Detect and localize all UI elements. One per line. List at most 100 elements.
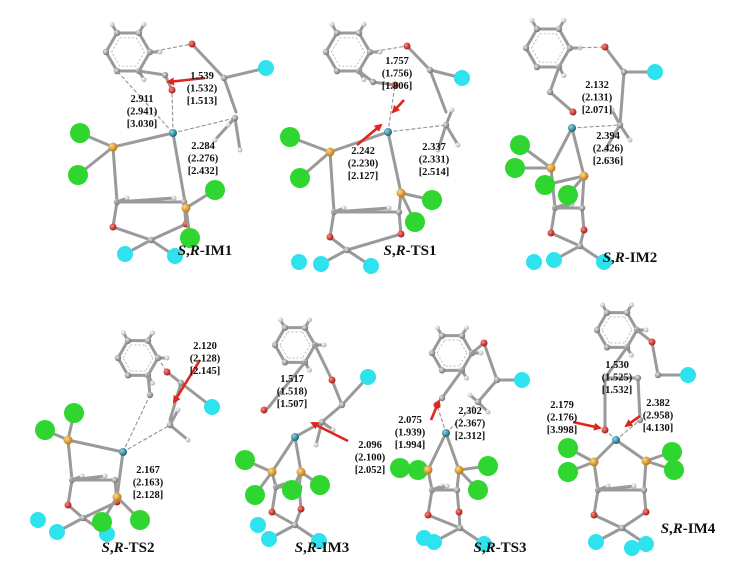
- aromatic-bond: [111, 51, 121, 67]
- bond: [115, 196, 176, 204]
- structure-label-part: -: [625, 250, 630, 266]
- green-substituent: [468, 480, 488, 500]
- aromatic-bond: [459, 339, 468, 354]
- aromatic-bond: [601, 316, 610, 331]
- ring-bond: [625, 328, 639, 349]
- hydrogen-atom: [307, 367, 312, 373]
- bond: [549, 231, 582, 248]
- carbon-atom: [428, 349, 436, 357]
- carbon-atom: [616, 121, 624, 129]
- hydrogen-atom: [278, 317, 283, 323]
- bond: [328, 210, 336, 239]
- cyan-substituent: [624, 540, 640, 556]
- distance-value: [3.030]: [127, 119, 158, 130]
- green-substituent: [35, 420, 55, 440]
- oxygen-atom: [391, 81, 399, 89]
- aromatic-bond: [355, 37, 365, 53]
- bond: [149, 222, 188, 242]
- structure-label: S,R-IM2: [603, 250, 658, 266]
- ring-bond: [595, 311, 609, 332]
- hydrogen-atom: [164, 355, 170, 361]
- cyan-substituent: [291, 254, 307, 270]
- bond: [233, 116, 242, 152]
- bond: [642, 488, 648, 514]
- bond: [320, 403, 344, 424]
- cyan-substituent: [258, 60, 274, 76]
- carbon-atom: [438, 332, 446, 339]
- oxygen-atom: [64, 501, 72, 509]
- distance-arrow: [172, 359, 202, 404]
- distance-value: 2.284: [191, 141, 215, 152]
- oxygen-atom: [569, 108, 577, 116]
- carbon-atom: [458, 332, 466, 339]
- bond: [270, 485, 278, 514]
- aromatic-bond: [331, 51, 341, 67]
- carbon-atom: [343, 246, 351, 254]
- green-substituent: [235, 450, 255, 470]
- phosphorus-atom: [589, 457, 599, 467]
- distance-value: [2.312]: [455, 431, 486, 442]
- green-substituent: [70, 123, 90, 143]
- oxygen-atom: [297, 505, 305, 513]
- carbon-atom: [161, 71, 169, 79]
- bond: [266, 360, 307, 410]
- carbon-atom: [124, 372, 132, 379]
- phosphorus-atom: [423, 465, 433, 475]
- aromatic-bond: [531, 33, 541, 49]
- phosphorus-atom: [325, 147, 335, 157]
- phosphorus-atom: [112, 492, 122, 502]
- hydrogen-atom: [435, 147, 441, 153]
- distance-arrow: [572, 420, 602, 431]
- cyan-substituent: [117, 246, 133, 262]
- structure-label: S,R-IM4: [661, 521, 716, 537]
- carbon-atom: [546, 88, 554, 96]
- structure-label-part: R: [614, 250, 625, 266]
- hydrogen-atom: [561, 73, 567, 79]
- ring-bond: [524, 46, 539, 69]
- phosphorus-atom: [396, 188, 406, 198]
- carbon-atom: [438, 367, 446, 374]
- bond: [405, 44, 432, 72]
- hydrogen-atom: [141, 77, 147, 83]
- partial-bond: [117, 71, 174, 134]
- bond: [548, 90, 575, 114]
- partial-bond: [615, 419, 641, 441]
- bond: [328, 150, 336, 214]
- distance-value: [1.513]: [187, 96, 218, 107]
- aromatic-bond: [624, 329, 633, 344]
- bond: [66, 438, 74, 482]
- green-substituent: [558, 462, 578, 482]
- bond: [270, 510, 297, 527]
- structure-label-part: IM1: [205, 243, 233, 259]
- ring-bond: [146, 356, 160, 377]
- oxygen-atom: [642, 508, 650, 516]
- green-substituent: [505, 158, 525, 178]
- ring-bond: [116, 339, 130, 360]
- carbon-atom: [426, 66, 434, 74]
- carbon-atom: [338, 401, 346, 409]
- distance-value: (2.426): [593, 144, 624, 155]
- ring-bond: [116, 356, 130, 377]
- structure-label-part: S: [603, 250, 611, 266]
- cyan-substituent: [454, 70, 470, 86]
- distance-value: [1.994]: [395, 440, 426, 451]
- carbon-atom: [474, 398, 482, 406]
- oxygen-atom: [455, 508, 463, 516]
- structure-label-part: S: [295, 540, 303, 556]
- bond: [428, 68, 448, 114]
- phosphorus-atom: [579, 171, 589, 181]
- distance-arrow: [391, 99, 405, 114]
- aromatic-bond: [279, 344, 288, 359]
- hydrogen-atom: [329, 21, 335, 27]
- bond: [580, 174, 586, 210]
- carbon-atom: [493, 376, 501, 384]
- distance-value: (2.941): [127, 107, 158, 118]
- cyan-substituent: [311, 533, 327, 549]
- oxygen-atom: [648, 338, 656, 346]
- partial-bond: [436, 404, 447, 434]
- cyan-substituent: [250, 517, 266, 533]
- bond: [345, 232, 403, 252]
- hydrogen-atom: [212, 137, 218, 143]
- hydrogen-atom: [629, 302, 634, 308]
- distance-value: 2.120: [193, 341, 217, 352]
